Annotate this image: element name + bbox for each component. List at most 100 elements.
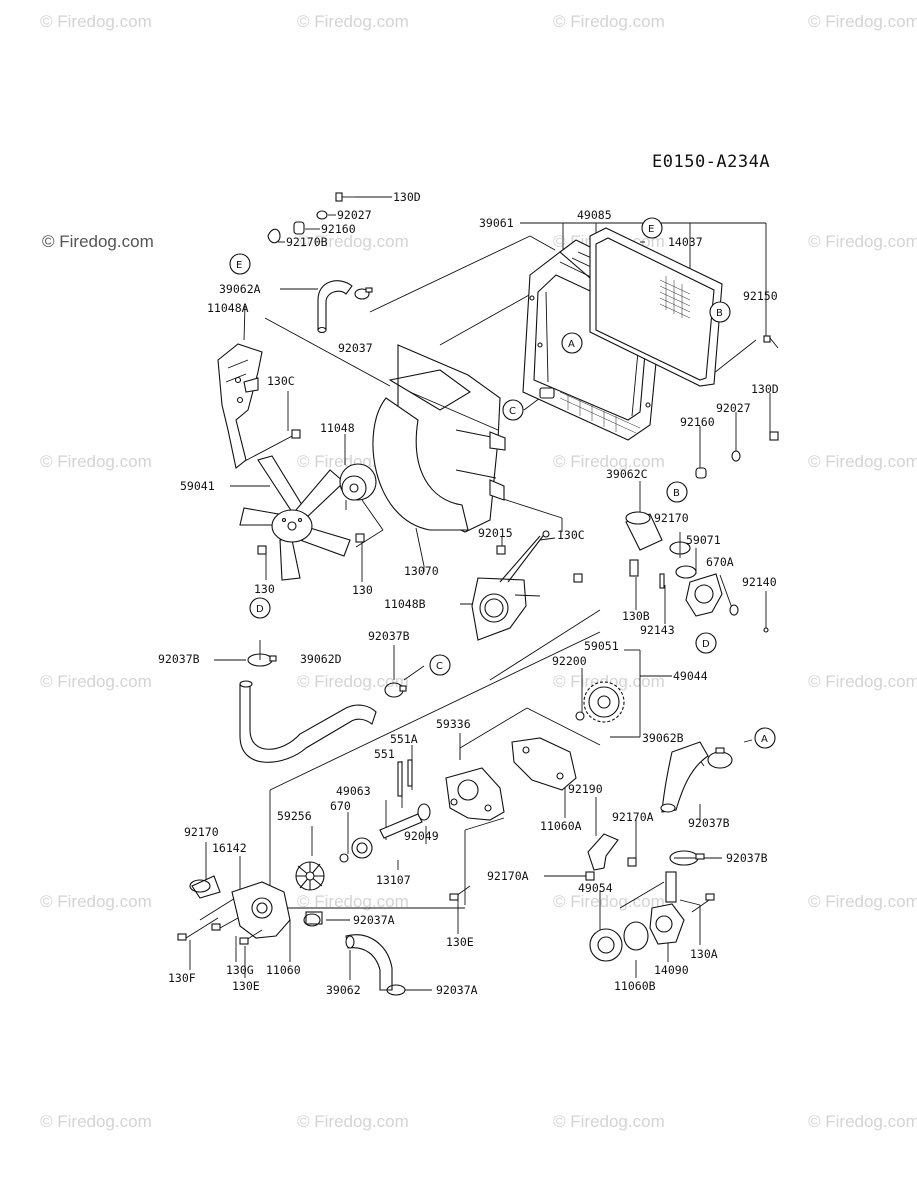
impeller <box>295 861 325 891</box>
bracket-11048a <box>217 343 263 469</box>
part-label: 13070 <box>404 564 439 578</box>
ref-circle: D <box>249 597 271 619</box>
svg-text:E: E <box>236 260 242 271</box>
watermark: © Firedog.com <box>553 672 665 691</box>
svg-text:B: B <box>673 488 680 499</box>
part-label: 11060B <box>614 979 656 993</box>
ref-circle: E <box>229 253 251 275</box>
part-label: 39062 <box>326 983 361 997</box>
radiator-screen <box>589 227 723 387</box>
part-label: 130B <box>622 609 650 623</box>
part-label: 39062B <box>642 731 684 745</box>
part-label: 59336 <box>436 717 471 731</box>
watermark: © Firedog.com <box>553 452 665 471</box>
watermark: © Firedog.com <box>808 1112 917 1131</box>
thermostat-housing <box>659 565 739 617</box>
watermark: © Firedog.com <box>297 672 409 691</box>
ref-circle: B <box>666 481 688 503</box>
part-label: 92170 <box>654 511 689 525</box>
part-label: 130D <box>751 382 779 396</box>
part-label: 16142 <box>212 841 247 855</box>
watermark: © Firedog.com <box>808 12 917 31</box>
part-label: 670A <box>706 555 734 569</box>
watermark: © Firedog.com <box>42 232 154 251</box>
thermostat-cover <box>589 871 715 962</box>
part-label: 92037B <box>368 629 410 643</box>
part-label: 130C <box>557 528 585 542</box>
fan-shroud <box>372 344 506 533</box>
fasteners <box>257 192 779 881</box>
part-label: 39062C <box>606 467 648 481</box>
part-label: 92170B <box>286 235 328 249</box>
hose-39062b <box>660 741 709 813</box>
pump-housing-59336 <box>445 767 505 821</box>
svg-text:A: A <box>568 339 575 350</box>
part-label: 130G <box>226 963 254 977</box>
part-label: 92170A <box>487 869 529 883</box>
svg-text:E: E <box>648 224 654 235</box>
svg-text:C: C <box>436 661 443 672</box>
part-label: 92140 <box>742 575 777 589</box>
watermark: © Firedog.com <box>297 12 409 31</box>
svg-text:D: D <box>256 604 264 615</box>
part-label: 92037B <box>726 851 768 865</box>
watermark: © Firedog.com <box>553 892 665 911</box>
ref-circle: C <box>429 654 451 676</box>
part-label: 130 <box>352 583 373 597</box>
part-label: 130C <box>267 374 295 388</box>
part-labels: 130D 92027 92160 92170B 39061 49085 1403… <box>158 190 779 997</box>
part-label: 14090 <box>654 963 689 977</box>
part-label: 92170 <box>184 825 219 839</box>
part-label: 92150 <box>743 289 778 303</box>
watermark: © Firedog.com <box>553 1112 665 1131</box>
svg-text:A: A <box>761 734 768 745</box>
watermark: © Firedog.com <box>40 672 152 691</box>
part-label: 49085 <box>577 208 612 222</box>
diagram-code: E0150-A234A <box>652 152 771 172</box>
part-label: 92027 <box>337 208 372 222</box>
part-label: 92200 <box>552 654 587 668</box>
watermark: © Firedog.com <box>40 892 152 911</box>
ref-circle: D <box>695 632 717 654</box>
part-label: 39061 <box>479 216 514 230</box>
part-label: 92037 <box>338 341 373 355</box>
part-label: 59051 <box>584 639 619 653</box>
ref-circle: C <box>502 399 524 421</box>
part-label: 130F <box>168 971 196 985</box>
ref-markers: A B C D E B C D A E <box>229 217 776 749</box>
part-label: 92160 <box>680 415 715 429</box>
part-label: 11060A <box>540 819 582 833</box>
bolts-lower <box>177 885 471 945</box>
watermark: © Firedog.com <box>553 12 665 31</box>
fan <box>239 455 351 581</box>
part-label: 14037 <box>668 235 703 249</box>
watermark: © Firedog.com <box>808 892 917 911</box>
ref-circle: E <box>641 217 663 239</box>
part-label: 551A <box>390 732 418 746</box>
ref-circle: A <box>561 332 583 354</box>
part-label: 551 <box>374 747 395 761</box>
bracket-11048b <box>471 530 550 641</box>
part-label: 670 <box>330 799 351 813</box>
watermark: © Firedog.com <box>297 232 409 251</box>
part-label: 39062A <box>219 282 261 296</box>
watermark: © Firedog.com <box>40 452 152 471</box>
ref-circle: A <box>754 727 776 749</box>
part-label: 49044 <box>673 669 708 683</box>
part-label: 92037B <box>158 652 200 666</box>
svg-text:C: C <box>509 406 516 417</box>
pump-shaft <box>339 759 431 863</box>
hose-92190 <box>587 833 619 871</box>
part-label: 11048A <box>207 301 249 315</box>
part-label: 49063 <box>336 784 371 798</box>
svg-text:D: D <box>702 639 710 650</box>
part-label: 92037A <box>436 983 478 997</box>
part-label: 59041 <box>180 479 215 493</box>
part-label: 59256 <box>277 809 312 823</box>
hose-39062c <box>625 511 663 551</box>
ref-circle: B <box>709 301 731 323</box>
watermark: © Firedog.com <box>808 232 917 251</box>
part-label: 130D <box>393 190 421 204</box>
part-label: 59071 <box>686 533 721 547</box>
